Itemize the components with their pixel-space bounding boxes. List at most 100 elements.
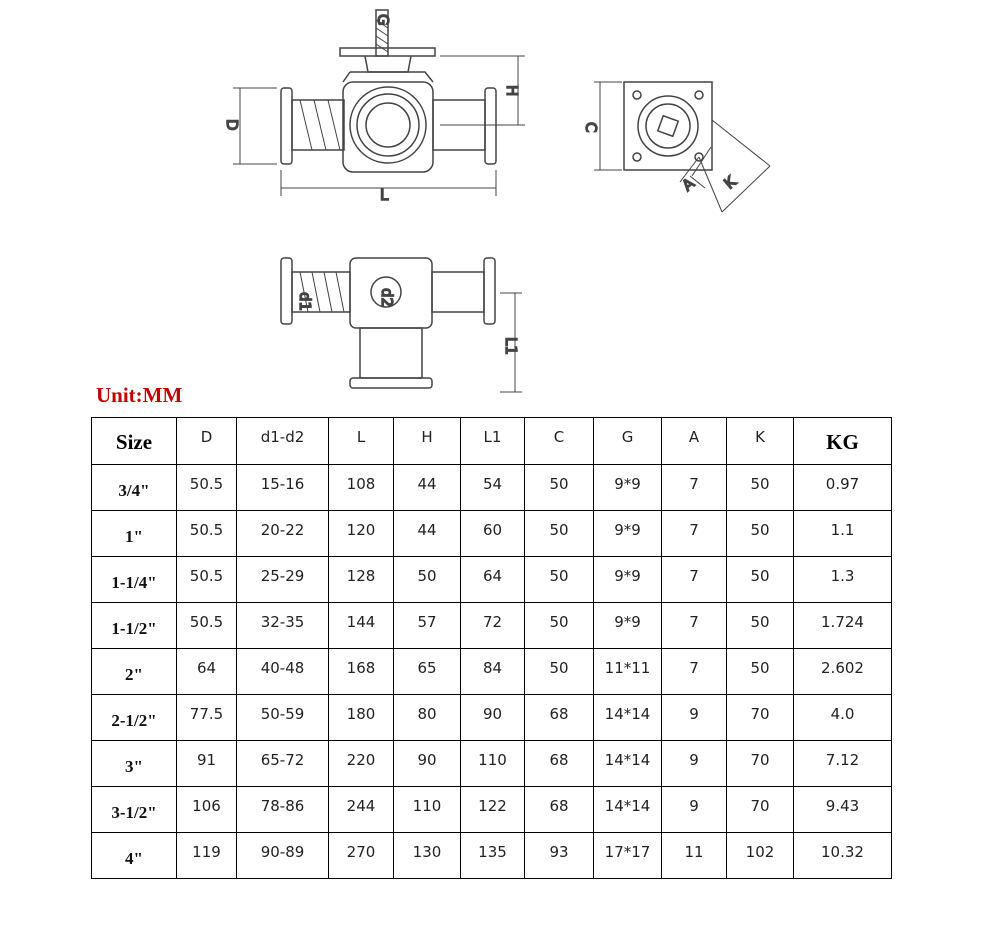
dim-label-c: C [582,122,600,132]
cell-size: 1-1/2" [91,602,177,649]
cell-size: 2" [91,648,177,695]
cell-kg: 1.1 [793,510,892,557]
cell-k: 50 [726,648,794,695]
cell-l: 108 [328,464,394,511]
cell-a: 11 [661,832,727,879]
cell-c: 50 [524,648,594,695]
dim-label-l1: L1 [502,337,520,355]
cell-k: 50 [726,556,794,603]
cell-h: 44 [393,510,461,557]
cell-h: 90 [393,740,461,787]
cell-size: 3" [91,740,177,787]
header-c: C [524,417,594,465]
cell-d: 50.5 [176,556,237,603]
cell-d1-d2: 40-48 [236,648,329,695]
cell-l1: 122 [460,786,525,833]
cell-c: 50 [524,464,594,511]
header-d: D [176,417,237,465]
cell-l1: 84 [460,648,525,695]
cell-c: 50 [524,510,594,557]
header-k: K [726,417,794,465]
cell-l: 168 [328,648,394,695]
cell-l1: 54 [460,464,525,511]
cell-l: 244 [328,786,394,833]
cell-k: 70 [726,694,794,741]
cell-a: 7 [661,602,727,649]
header-size: Size [91,417,177,465]
cell-c: 68 [524,740,594,787]
cell-size: 2-1/2" [91,694,177,741]
header-a: A [661,417,727,465]
cell-h: 44 [393,464,461,511]
cell-l: 270 [328,832,394,879]
cell-d: 50.5 [176,602,237,649]
cell-h: 80 [393,694,461,741]
cell-l: 144 [328,602,394,649]
cell-size: 4" [91,832,177,879]
cell-d: 77.5 [176,694,237,741]
cell-c: 93 [524,832,594,879]
dim-label-a: A [679,174,699,195]
cell-g: 9*9 [593,464,662,511]
cell-g: 14*14 [593,694,662,741]
cell-kg: 7.12 [793,740,892,787]
cell-l1: 60 [460,510,525,557]
cell-d: 106 [176,786,237,833]
cell-a: 9 [661,694,727,741]
cell-c: 68 [524,786,594,833]
cell-a: 9 [661,740,727,787]
header-kg: KG [793,417,892,465]
cell-d: 64 [176,648,237,695]
cell-g: 14*14 [593,740,662,787]
cell-d: 91 [176,740,237,787]
cell-kg: 2.602 [793,648,892,695]
cell-k: 70 [726,740,794,787]
side-view [280,257,522,393]
cell-d1-d2: 78-86 [236,786,329,833]
cell-l1: 90 [460,694,525,741]
cell-d1-d2: 15-16 [236,464,329,511]
cell-l: 180 [328,694,394,741]
dim-label-d2: d2 [378,288,396,307]
cell-g: 17*17 [593,832,662,879]
cell-l1: 72 [460,602,525,649]
cell-d1-d2: 65-72 [236,740,329,787]
cell-d1-d2: 32-35 [236,602,329,649]
cell-size: 3/4" [91,464,177,511]
cell-k: 50 [726,602,794,649]
cell-d1-d2: 25-29 [236,556,329,603]
cell-a: 7 [661,510,727,557]
cell-kg: 9.43 [793,786,892,833]
cell-k: 50 [726,464,794,511]
cell-a: 7 [661,464,727,511]
cell-h: 130 [393,832,461,879]
cell-a: 7 [661,556,727,603]
cell-k: 102 [726,832,794,879]
cell-h: 50 [393,556,461,603]
cell-d1-d2: 50-59 [236,694,329,741]
dim-label-k: K [721,172,741,193]
cell-k: 50 [726,510,794,557]
valve-technical-drawing: G D L H C A K d1 d2 L1 [0,0,1000,400]
cell-h: 110 [393,786,461,833]
dim-label-l: L [380,186,389,204]
front-view [233,9,525,196]
unit-label: Unit:MM [96,383,183,407]
dim-label-d: D [223,119,241,131]
cell-d: 50.5 [176,464,237,511]
cell-size: 1" [91,510,177,557]
cell-d1-d2: 20-22 [236,510,329,557]
cell-kg: 1.724 [793,602,892,649]
header-g: G [593,417,662,465]
cell-h: 65 [393,648,461,695]
cell-g: 14*14 [593,786,662,833]
